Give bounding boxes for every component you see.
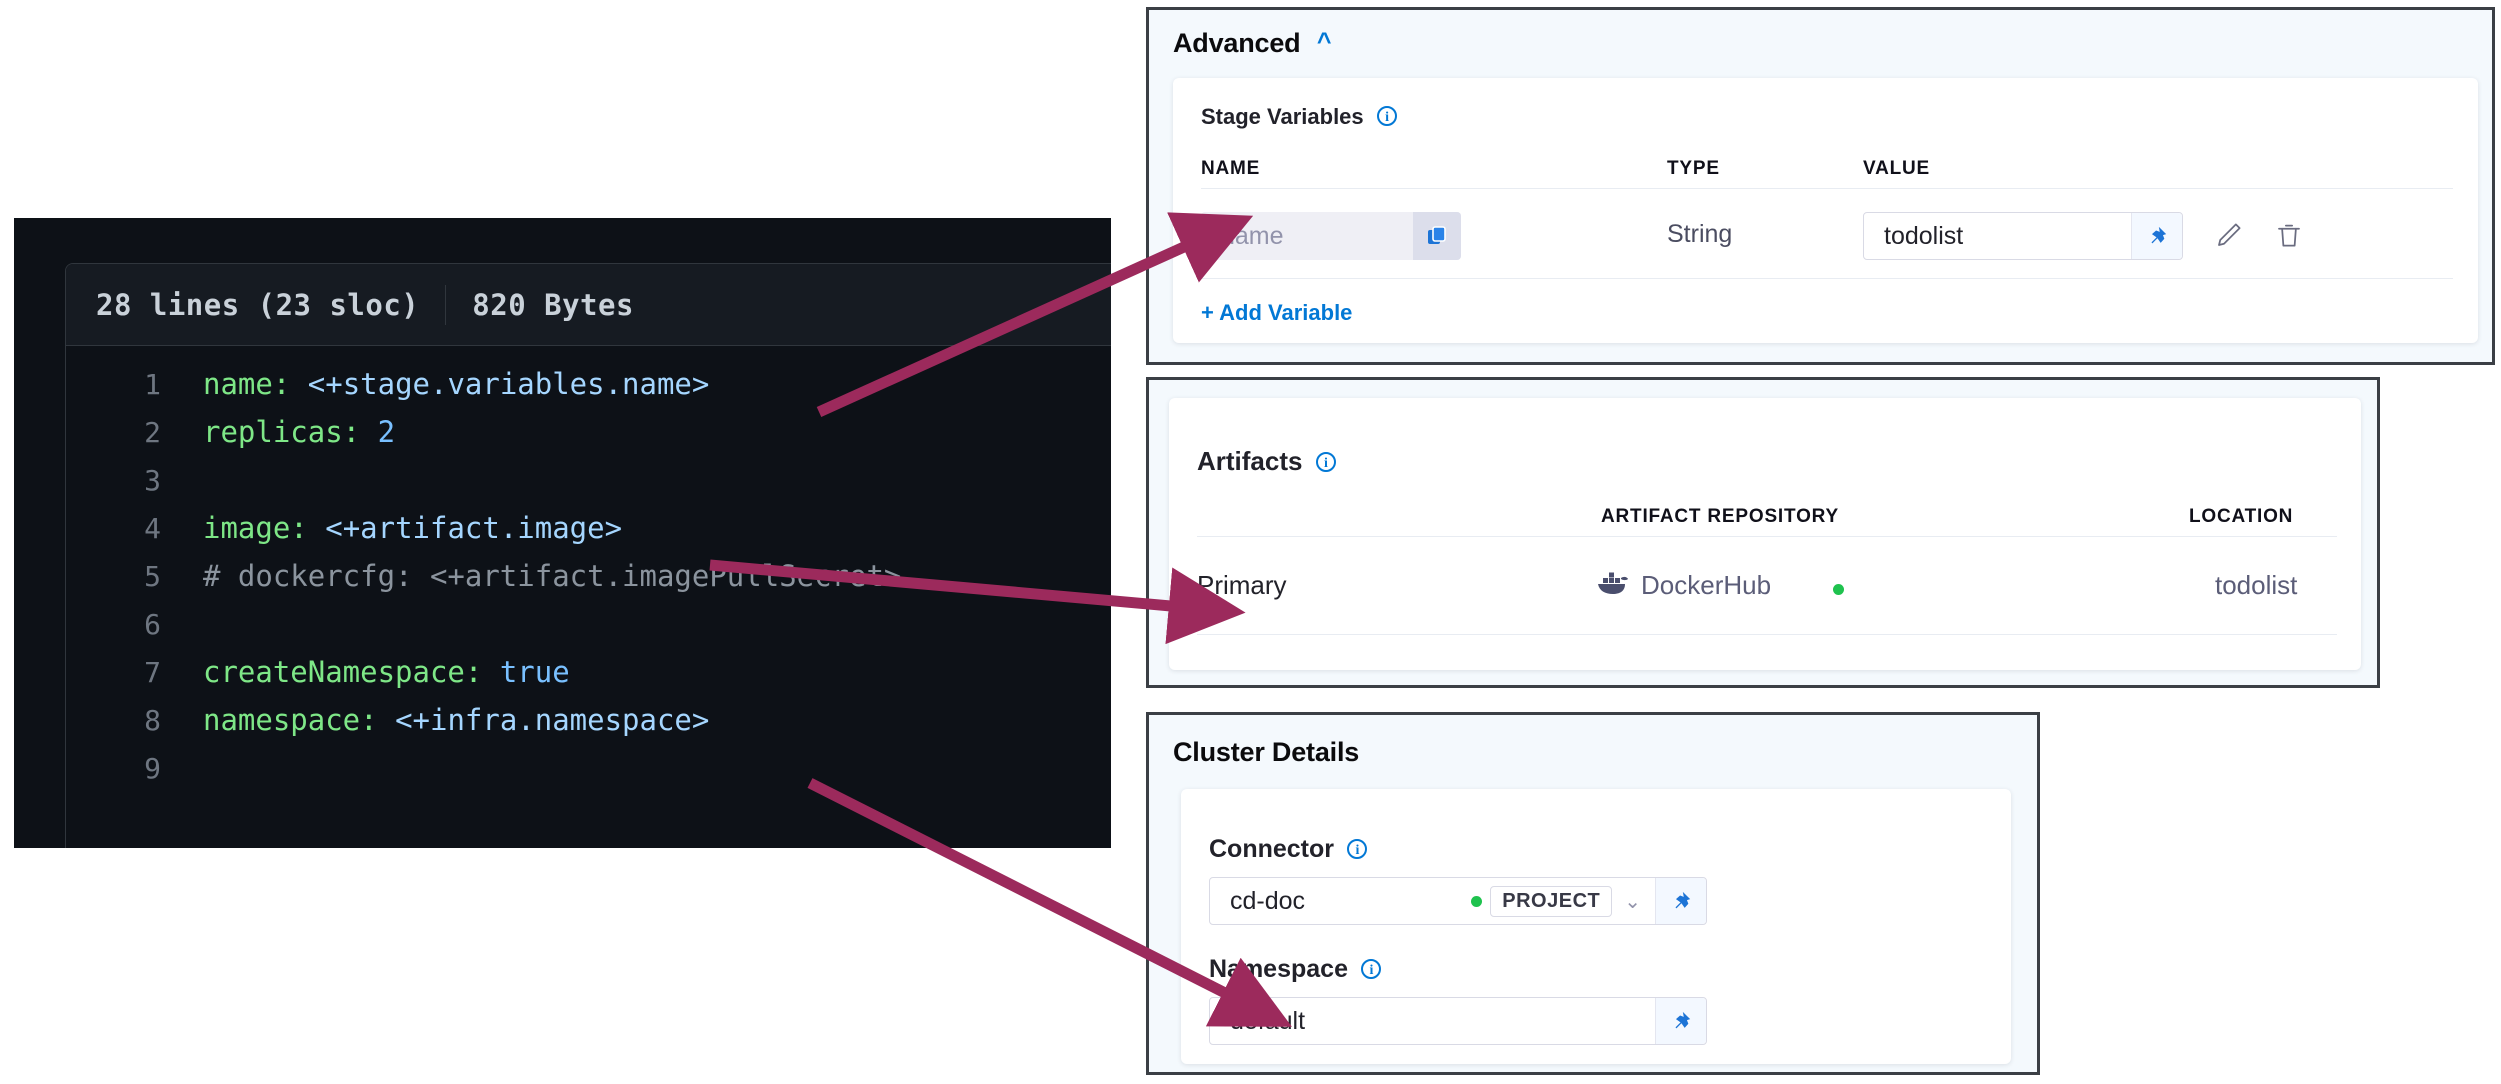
- artifacts-primary-row[interactable]: Primary DockerHub todolist: [1197, 568, 2337, 614]
- copy-icon[interactable]: [1413, 212, 1461, 260]
- code-line-number: 4: [144, 511, 161, 545]
- table-divider-bottom: [1201, 278, 2453, 279]
- namespace-field-label-row: Namespace i: [1209, 955, 1382, 984]
- advanced-header[interactable]: Advanced ^: [1173, 28, 1332, 59]
- column-header-location: LOCATION: [2189, 506, 2294, 527]
- advanced-panel: Advanced ^ Stage Variables i NAME TYPE V…: [1146, 7, 2495, 365]
- pin-icon[interactable]: [1655, 998, 1706, 1044]
- connector-status-dot: [1471, 895, 1483, 907]
- code-file-size: 820 Bytes: [472, 287, 634, 322]
- pin-icon[interactable]: [2131, 213, 2182, 259]
- code-line-number: 3: [144, 463, 161, 497]
- artifact-kind: Primary: [1197, 570, 1287, 600]
- info-icon[interactable]: i: [1315, 452, 1336, 472]
- code-lines-count: 28 lines (23 sloc): [96, 287, 420, 322]
- cluster-namespace-input[interactable]: default: [1209, 997, 1707, 1045]
- add-variable-button[interactable]: + Add Variable: [1201, 300, 1353, 325]
- artifacts-title: Artifacts: [1197, 446, 1303, 476]
- artifact-location: todolist: [2215, 570, 2298, 600]
- code-line: 7 createNamespace: true: [66, 648, 1111, 696]
- code-header-divider: [445, 284, 447, 325]
- artifact-repository-name: DockerHub: [1641, 570, 1772, 600]
- code-line-number: 8: [144, 703, 161, 737]
- stage-variables-label: Stage Variables: [1201, 104, 1364, 129]
- connector-value: cd-doc: [1230, 886, 1306, 915]
- code-line: 2 replicas: 2: [66, 408, 1111, 456]
- cluster-details-card: Connector i cd-doc PROJECT ⌄ Namespace i…: [1181, 789, 2011, 1064]
- table-divider-top: [1197, 536, 2337, 537]
- namespace-value: default: [1230, 1006, 1306, 1035]
- column-header-name: NAME: [1201, 158, 1261, 179]
- artifacts-panel: Artifacts i ARTIFACT REPOSITORY LOCATION…: [1146, 377, 2380, 688]
- code-line-text: # dockercfg: <+artifact.imagePullSecret>: [203, 559, 902, 593]
- cluster-details-heading: Cluster Details: [1173, 737, 1359, 768]
- code-line-number: 2: [144, 415, 161, 449]
- code-line-text: namespace: <+infra.namespace>: [203, 703, 710, 737]
- code-line: 3: [66, 456, 1111, 504]
- namespace-label: Namespace: [1209, 955, 1348, 983]
- stage-variable-type: String: [1667, 220, 1733, 248]
- cluster-connector-input[interactable]: cd-doc PROJECT ⌄: [1209, 877, 1707, 925]
- advanced-title: Advanced: [1173, 28, 1301, 58]
- code-lines-container: 1 name: <+stage.variables.name> 2 replicas:…: [66, 346, 1111, 792]
- code-line-number: 5: [144, 559, 161, 593]
- trash-icon[interactable]: [2274, 220, 2304, 250]
- code-line-number: 6: [144, 607, 161, 641]
- pencil-icon[interactable]: [2214, 220, 2244, 250]
- docker-whale-icon: [1595, 568, 1629, 598]
- code-line-text: replicas: 2: [203, 415, 396, 449]
- stage-variable-value-input[interactable]: todolist: [1863, 212, 2183, 260]
- stage-variable-row: name String todolist: [1201, 212, 2453, 260]
- stage-variable-name-placeholder: name: [1221, 221, 1284, 250]
- pin-icon[interactable]: [1655, 878, 1706, 924]
- info-icon[interactable]: i: [1361, 959, 1382, 979]
- column-header-artifact-repository: ARTIFACT REPOSITORY: [1601, 506, 1839, 527]
- chevron-down-icon[interactable]: ⌄: [1624, 890, 1641, 913]
- code-file-inner: 28 lines (23 sloc) 820 Bytes 1 name: <+st…: [65, 263, 1111, 848]
- code-line: 4 image: <+artifact.image>: [66, 504, 1111, 552]
- artifact-status-dot: [1833, 584, 1844, 595]
- stage-variables-card: Stage Variables i NAME TYPE VALUE name S…: [1173, 78, 2478, 343]
- stage-variables-heading: Stage Variables i: [1201, 104, 1398, 130]
- info-icon[interactable]: i: [1377, 106, 1398, 126]
- artifacts-card: Artifacts i ARTIFACT REPOSITORY LOCATION…: [1169, 398, 2361, 670]
- code-line-number: 7: [144, 655, 161, 689]
- connector-label: Connector: [1209, 835, 1334, 863]
- code-line-number: 1: [144, 367, 161, 401]
- stage-variable-value-text: todolist: [1884, 221, 1964, 250]
- code-file-header: 28 lines (23 sloc) 820 Bytes: [66, 264, 1111, 346]
- code-line: 5 # dockercfg: <+artifact.imagePullSecret…: [66, 552, 1111, 600]
- code-line: 8 namespace: <+infra.namespace>: [66, 696, 1111, 744]
- cluster-details-panel: Cluster Details Connector i cd-doc PROJE…: [1146, 712, 2040, 1075]
- code-line: 6: [66, 600, 1111, 648]
- chevron-up-icon[interactable]: ^: [1316, 28, 1332, 56]
- info-icon[interactable]: i: [1347, 839, 1368, 859]
- code-line-text: createNamespace: true: [203, 655, 570, 689]
- code-line-text: image: <+artifact.image>: [203, 511, 623, 545]
- code-line: 1 name: <+stage.variables.name>: [66, 360, 1111, 408]
- artifacts-heading: Artifacts i: [1197, 446, 1336, 477]
- table-divider-bottom: [1197, 634, 2337, 635]
- code-file-viewer: 28 lines (23 sloc) 820 Bytes 1 name: <+st…: [14, 218, 1111, 848]
- table-divider-top: [1201, 188, 2453, 189]
- column-header-value: VALUE: [1863, 158, 1930, 179]
- column-header-type: TYPE: [1667, 158, 1720, 179]
- cluster-details-title: Cluster Details: [1173, 737, 1360, 767]
- code-line-text: name: <+stage.variables.name>: [203, 367, 710, 401]
- code-line: 9: [66, 744, 1111, 792]
- stage-variable-name-input[interactable]: name: [1201, 212, 1461, 260]
- connector-scope-tag: PROJECT: [1490, 885, 1613, 917]
- connector-field-label-row: Connector i: [1209, 835, 1368, 864]
- code-line-number: 9: [144, 751, 161, 785]
